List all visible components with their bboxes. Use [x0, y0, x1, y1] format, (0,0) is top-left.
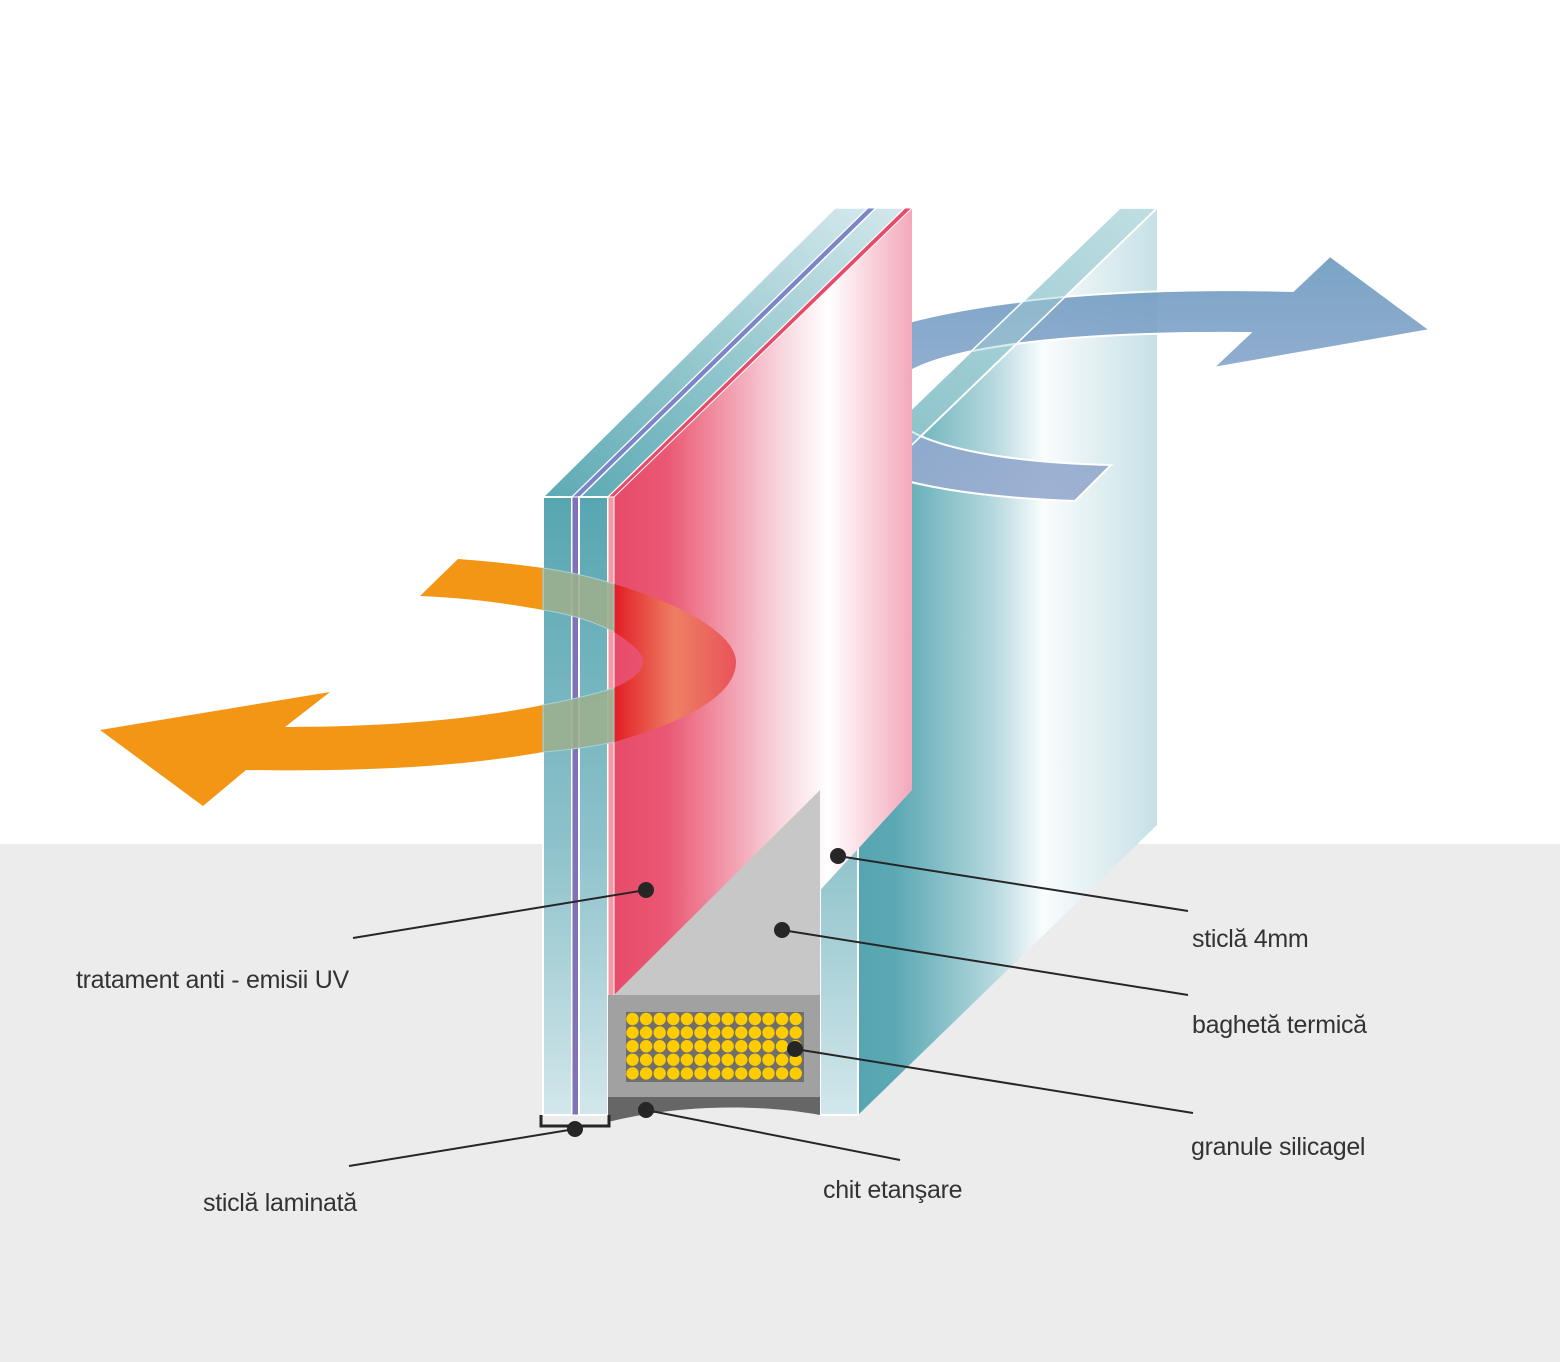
silica-granule	[653, 1053, 666, 1067]
silica-granule	[626, 1053, 639, 1067]
thermal-spacer-top	[614, 790, 820, 995]
uv-coated-face	[614, 208, 912, 1115]
silica-granule	[748, 1067, 762, 1080]
silica-granule	[775, 1053, 789, 1067]
silica-granule	[653, 1040, 666, 1053]
silica-granule	[694, 1053, 707, 1067]
silica-granule	[667, 1053, 680, 1067]
silica-granule	[694, 1026, 707, 1039]
silica-granule	[626, 1012, 639, 1026]
leader-glass4	[837, 855, 1189, 912]
dot-laminated	[567, 1121, 583, 1137]
arrow-heat-reflected	[100, 559, 736, 806]
silica-granule	[639, 1026, 653, 1039]
silica-granule	[667, 1012, 680, 1026]
heat-glow	[614, 584, 736, 742]
silica-granule	[680, 1040, 694, 1053]
silica-granule	[748, 1053, 762, 1067]
silica-granule	[748, 1040, 762, 1053]
orange-arrow-shape	[100, 559, 543, 806]
silica-granule	[707, 1053, 721, 1067]
silica-granule	[653, 1067, 666, 1080]
leader-laminated	[348, 1128, 576, 1167]
silica-granule	[680, 1012, 694, 1026]
silica-granule	[721, 1012, 734, 1026]
silica-granule	[653, 1026, 666, 1039]
silica-granule	[721, 1026, 734, 1039]
glass-pane-laminated	[541, 207, 914, 1116]
silica-granule	[721, 1040, 734, 1053]
silica-granule	[639, 1012, 653, 1026]
dot-spacer	[774, 922, 790, 938]
leader-silica	[794, 1048, 1194, 1114]
silica-granule	[735, 1012, 748, 1026]
silica-granule	[626, 1067, 639, 1080]
label-thermal-spacer: baghetă termică	[1192, 1011, 1367, 1039]
uv-coating-edge	[607, 496, 615, 998]
leader-dots	[567, 848, 846, 1137]
silica-granule	[775, 1040, 789, 1053]
orange-arrow-through-glass	[542, 567, 615, 753]
label-laminated-glass: sticlă laminată	[203, 1189, 357, 1217]
dot-glass4	[830, 848, 846, 864]
dot-sealant	[638, 1102, 654, 1118]
labels: tratament anti - emisii UV sticlă 4mm ba…	[76, 925, 1367, 1217]
dot-silica	[787, 1041, 803, 1057]
silica-granule	[775, 1012, 789, 1026]
silica-granule	[789, 1067, 802, 1080]
silica-granule	[789, 1026, 802, 1039]
pane-4mm-face	[858, 208, 1157, 1115]
silica-granules	[626, 1012, 802, 1080]
silica-granule	[626, 1026, 639, 1039]
dot-uv	[638, 882, 654, 898]
silica-granule	[721, 1067, 734, 1080]
silica-granule	[748, 1012, 762, 1026]
label-silica-gel: granule silicagel	[1191, 1133, 1365, 1161]
silica-granule	[748, 1026, 762, 1039]
silica-granule	[762, 1040, 775, 1053]
silica-granule	[653, 1012, 666, 1026]
label-sealant: chit etanşare	[823, 1176, 962, 1204]
silica-granule	[789, 1053, 802, 1067]
leader-uv	[352, 889, 647, 939]
silica-granule	[667, 1040, 680, 1053]
silica-granule	[735, 1053, 748, 1067]
sealant-compound	[608, 1097, 820, 1122]
silica-granule	[735, 1067, 748, 1080]
silica-granule	[707, 1067, 721, 1080]
silica-granule	[789, 1012, 802, 1026]
leader-spacer	[781, 929, 1189, 996]
spacer-assembly	[608, 790, 820, 1122]
silica-granule	[667, 1067, 680, 1080]
silica-granule	[667, 1026, 680, 1039]
silica-granule	[680, 1026, 694, 1039]
silica-granule	[762, 1026, 775, 1039]
silica-granule	[694, 1012, 707, 1026]
leader-sealant	[645, 1109, 901, 1161]
silica-granule	[626, 1040, 639, 1053]
silica-granule	[707, 1026, 721, 1039]
silica-granule	[735, 1026, 748, 1039]
silica-granule	[639, 1053, 653, 1067]
silica-granule	[775, 1026, 789, 1039]
silica-granule	[639, 1067, 653, 1080]
silica-granule	[680, 1067, 694, 1080]
silica-granule	[707, 1040, 721, 1053]
silica-granule	[762, 1053, 775, 1067]
silica-granule	[762, 1067, 775, 1080]
silica-granule	[707, 1012, 721, 1026]
label-glass-4mm: sticlă 4mm	[1192, 925, 1308, 953]
silica-granule	[694, 1040, 707, 1053]
silica-granule	[639, 1040, 653, 1053]
silica-granule	[735, 1040, 748, 1053]
leader-lines	[348, 855, 1194, 1167]
silica-granule	[762, 1012, 775, 1026]
silica-granule	[721, 1053, 734, 1067]
silica-granule	[680, 1053, 694, 1067]
silica-granule	[694, 1067, 707, 1080]
silica-granule	[775, 1067, 789, 1080]
label-uv-treatment: tratament anti - emisii UV	[76, 966, 349, 994]
